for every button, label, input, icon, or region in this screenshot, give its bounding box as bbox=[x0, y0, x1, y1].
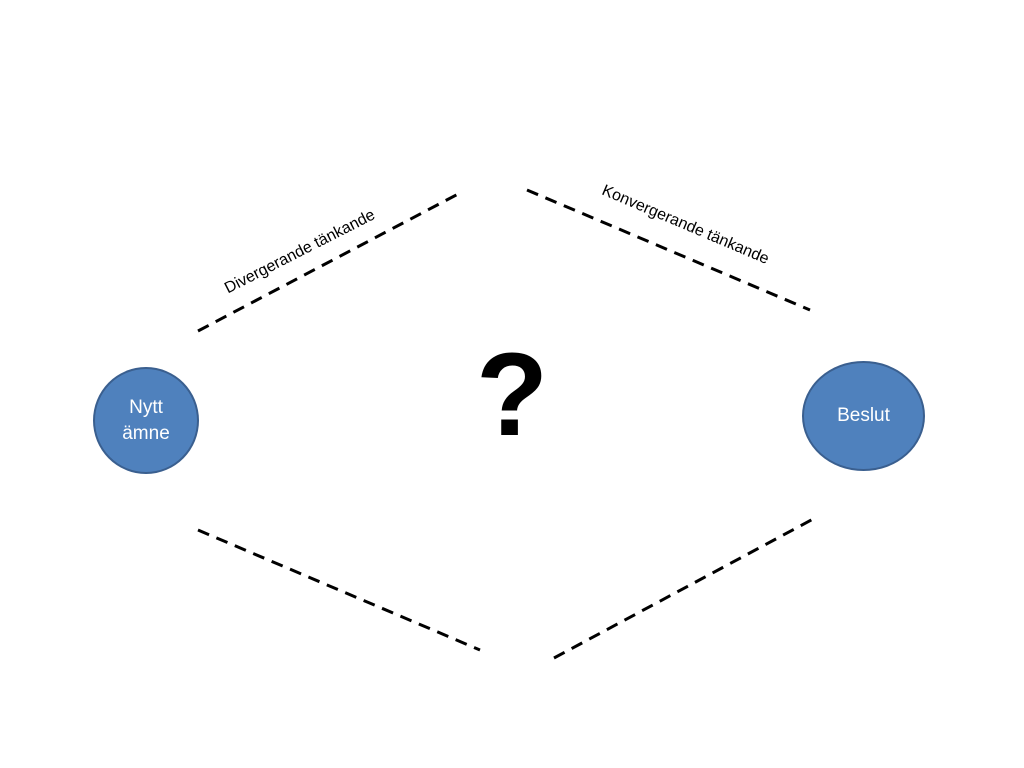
new-topic-line2: ämne bbox=[122, 422, 170, 444]
lower-right-dashed-line bbox=[553, 516, 816, 660]
decision-label: Beslut bbox=[837, 405, 890, 427]
upper-right-dashed-line bbox=[526, 188, 811, 312]
new-topic-line1: Nytt bbox=[129, 397, 163, 419]
question-mark: ? bbox=[475, 329, 549, 461]
decision-node: Beslut bbox=[802, 361, 925, 471]
lower-left-dashed-line bbox=[197, 528, 481, 652]
new-topic-node: Nytt ämne bbox=[93, 367, 199, 474]
upper-left-dashed-line bbox=[197, 191, 461, 333]
